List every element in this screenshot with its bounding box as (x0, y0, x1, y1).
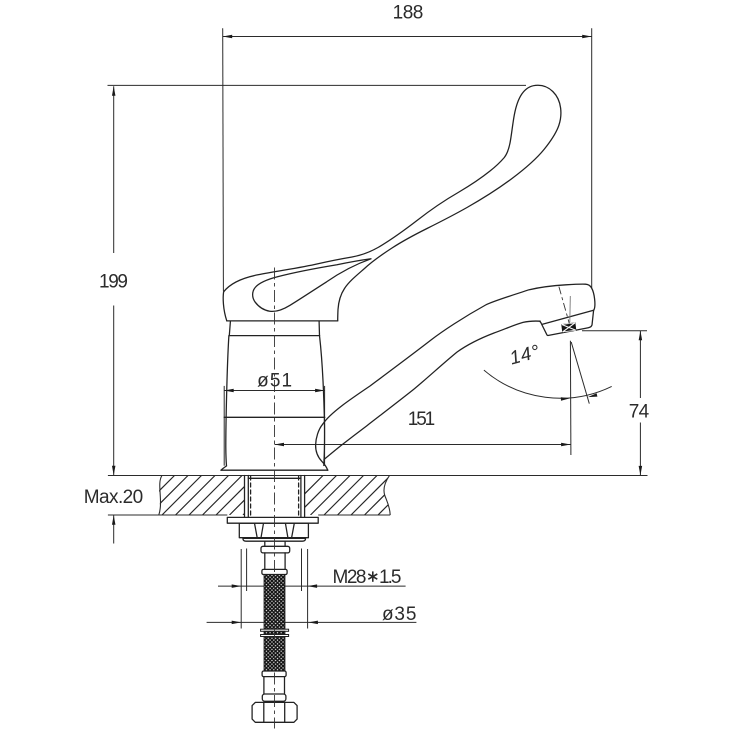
svg-text:1.5: 1.5 (379, 567, 402, 588)
svg-text:74: 74 (629, 402, 650, 423)
svg-text:188: 188 (393, 3, 424, 24)
svg-text:Max.20: Max.20 (84, 487, 144, 508)
svg-text:M28: M28 (333, 567, 367, 588)
svg-text:151: 151 (408, 409, 436, 430)
svg-text:ø35: ø35 (382, 604, 416, 625)
svg-text:199: 199 (99, 272, 128, 293)
